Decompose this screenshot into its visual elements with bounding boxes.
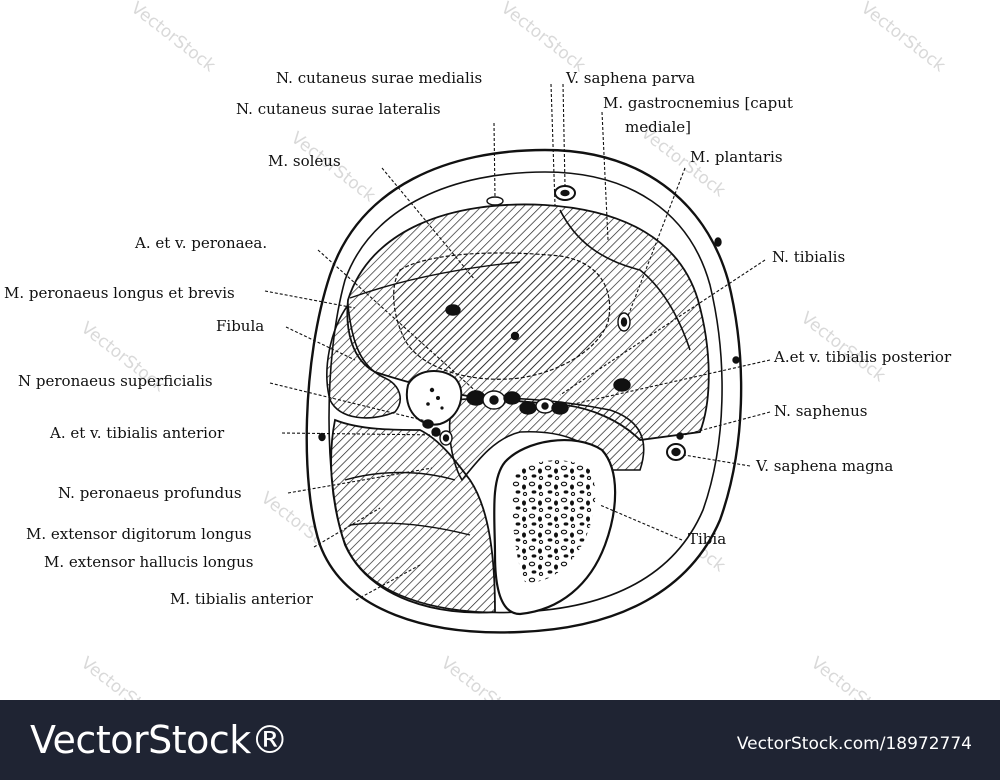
label-a-v-peronaea: A. et v. peronaea. — [134, 234, 267, 252]
brand-logo: VectorStock® — [30, 718, 289, 762]
label-m-plantaris: M. plantaris — [690, 148, 783, 166]
label-m-peronaeus: M. peronaeus longus et brevis — [4, 284, 235, 302]
label-m-gastrocnemius: M. gastrocnemius [caput — [603, 94, 793, 112]
fibula-bone — [405, 369, 463, 426]
soleus-region — [393, 252, 611, 380]
anterior-muscles — [330, 418, 496, 614]
peroneal-muscles — [326, 302, 401, 419]
watermark: VectorStock — [857, 0, 949, 76]
tibia-marrow — [512, 460, 596, 583]
label-n-peronaeus-superficialis: N peronaeus superficialis — [18, 372, 213, 390]
watermark: VectorStock — [77, 653, 169, 700]
label-n-peronaeus-profundus: N. peronaeus profundus — [58, 484, 242, 502]
fibula-marrow — [426, 387, 444, 410]
watermark: VectorStock — [127, 0, 219, 76]
label-a-v-tibialis-anterior: A. et v. tibialis anterior — [49, 424, 225, 442]
image-url: VectorStock.com/18972774 — [736, 734, 972, 754]
label-m-gastrocnemius-cont: mediale] — [625, 118, 691, 136]
footer-bar: VectorStock® VectorStock.com/18972774 — [0, 700, 1000, 780]
label-n-saphenus: N. saphenus — [774, 402, 868, 420]
watermark: VectorStock — [437, 653, 529, 700]
leader-lines — [264, 83, 771, 601]
watermark: VectorStock — [497, 0, 589, 76]
label-v-saphena-parva: V. saphena parva — [565, 69, 695, 87]
label-m-soleus: M. soleus — [268, 152, 341, 170]
gastrocnemius-border — [559, 209, 691, 351]
anterior-septum-1 — [344, 471, 456, 481]
cross-section-diagram: VectorStock VectorStock VectorStock Vect… — [4, 0, 952, 700]
muscle-septum — [349, 261, 521, 299]
label-n-cutaneus-surae-medialis: N. cutaneus surae medialis — [276, 69, 482, 87]
label-m-extensor-digitorum-longus: M. extensor digitorum longus — [26, 525, 252, 543]
label-m-extensor-hallucis-longus: M. extensor hallucis longus — [44, 553, 253, 571]
label-a-v-tibialis-posterior: A.et v. tibialis posterior — [773, 348, 952, 366]
label-m-tibialis-anterior: M. tibialis anterior — [170, 590, 314, 608]
label-n-cutaneus-surae-lateralis: N. cutaneus surae lateralis — [236, 100, 441, 118]
watermark: VectorStock — [807, 653, 899, 700]
label-tibia: Tibia — [688, 530, 726, 548]
anterior-septum-2 — [349, 522, 471, 536]
label-v-saphena-magna: V. saphena magna — [755, 457, 893, 475]
label-fibula: Fibula — [216, 317, 264, 335]
label-n-tibialis: N. tibialis — [772, 248, 845, 266]
